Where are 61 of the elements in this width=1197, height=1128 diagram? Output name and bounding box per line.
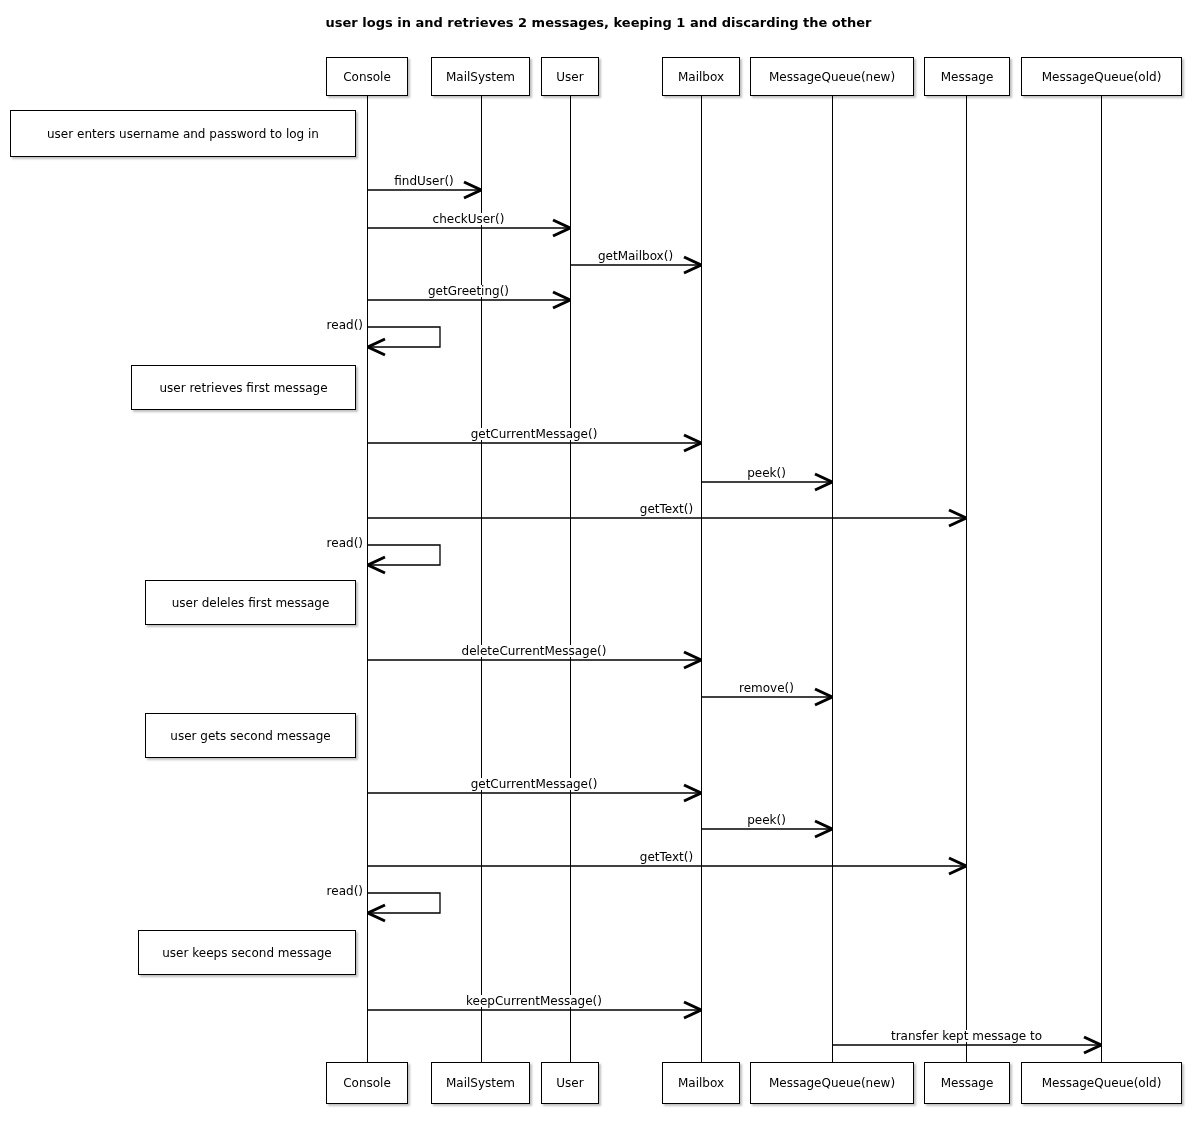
participant-box: Console <box>326 57 408 96</box>
edge-label: remove() <box>738 682 795 694</box>
edge-label: transfer kept message to <box>890 1030 1043 1042</box>
note-box: user enters username and password to log in <box>10 110 356 157</box>
lifeline <box>481 96 482 1062</box>
edge-label: getCurrentMessage() <box>469 778 599 790</box>
participant-box: MessageQueue(new) <box>750 1062 914 1104</box>
lifeline <box>1101 96 1102 1062</box>
message-arrow <box>832 1035 1103 1055</box>
lifeline <box>367 96 368 1062</box>
participant-box: Mailbox <box>662 1062 740 1104</box>
participant-box: User <box>541 1062 599 1104</box>
participant-box: Message <box>924 57 1010 96</box>
edge-label: getText() <box>638 503 695 515</box>
message-arrow <box>701 819 834 839</box>
participant-box: MessageQueue(old) <box>1021 1062 1182 1104</box>
edge-label: keepCurrentMessage() <box>465 995 603 1007</box>
participant-box: MessageQueue(old) <box>1021 57 1182 96</box>
edge-label: read() <box>325 537 364 549</box>
self-message-arrow <box>366 892 441 923</box>
message-arrow <box>367 218 572 238</box>
edge-label: read() <box>325 319 364 331</box>
note-box: user retrieves first message <box>131 365 356 410</box>
message-arrow <box>570 255 703 275</box>
lifeline <box>832 96 833 1062</box>
self-message-arrow <box>366 326 441 357</box>
participant-box: User <box>541 57 599 96</box>
edge-label: findUser() <box>393 175 455 187</box>
edge-label: read() <box>325 885 364 897</box>
edge-label: peek() <box>746 467 787 479</box>
lifeline <box>570 96 571 1062</box>
participant-box: MailSystem <box>431 57 530 96</box>
edge-label: getCurrentMessage() <box>469 428 599 440</box>
diagram-title: user logs in and retrieves 2 messages, keeping 1 and discarding the other <box>325 14 872 32</box>
participant-box: MessageQueue(new) <box>750 57 914 96</box>
message-arrow <box>367 433 703 453</box>
message-arrow <box>367 783 703 803</box>
note-box: user deleles first message <box>145 580 356 625</box>
lifeline <box>701 96 702 1062</box>
self-message-arrow <box>366 544 441 575</box>
message-arrow <box>367 856 968 876</box>
participant-box: MailSystem <box>431 1062 530 1104</box>
edge-label: getMailbox() <box>596 250 675 262</box>
message-arrow <box>701 687 834 707</box>
message-arrow <box>701 472 834 492</box>
message-arrow <box>367 180 483 200</box>
participant-box: Console <box>326 1062 408 1104</box>
note-box: user keeps second message <box>138 930 356 975</box>
edge-label: getGreeting() <box>426 285 511 297</box>
edge-label: peek() <box>746 814 787 826</box>
message-arrow <box>367 290 572 310</box>
message-arrow <box>367 1000 703 1020</box>
participant-box: Message <box>924 1062 1010 1104</box>
lifeline <box>966 96 967 1062</box>
edge-label: getText() <box>638 851 695 863</box>
edge-label: deleteCurrentMessage() <box>460 645 608 657</box>
message-arrow <box>367 508 968 528</box>
edge-label: checkUser() <box>431 213 506 225</box>
note-box: user gets second message <box>145 713 356 758</box>
message-arrow <box>367 650 703 670</box>
participant-box: Mailbox <box>662 57 740 96</box>
